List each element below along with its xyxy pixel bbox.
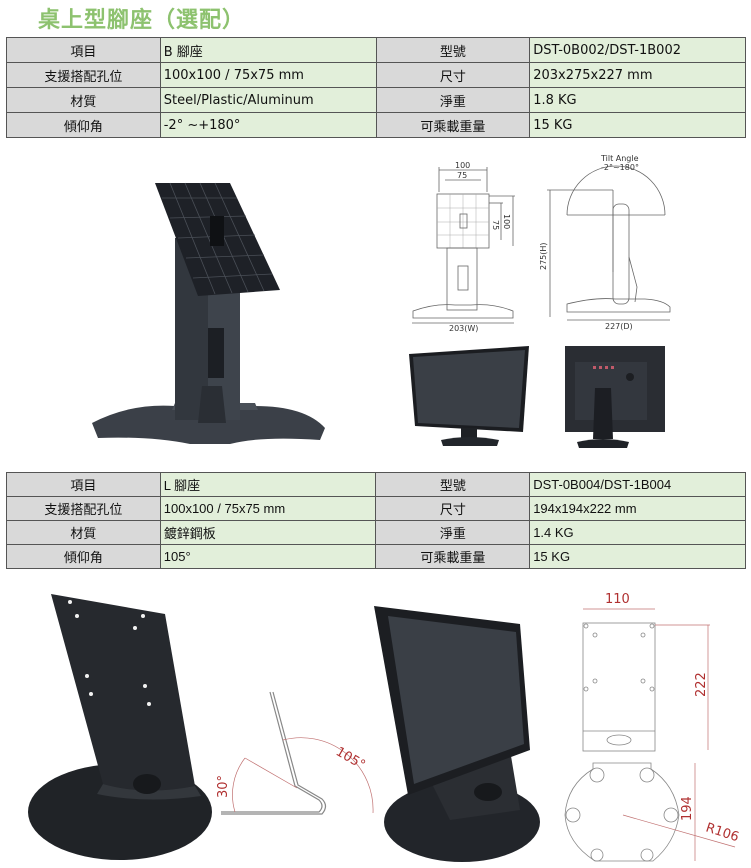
angle-105: 105° — [333, 744, 368, 773]
label-cell: 項目 — [6, 472, 161, 497]
value-cell: 194x194x222 mm — [529, 496, 746, 521]
dim-base-radius: R106 — [704, 821, 741, 846]
label-cell: 項目 — [6, 37, 161, 63]
label-cell: 材質 — [6, 520, 161, 545]
label-cell: 可乘載重量 — [375, 544, 531, 569]
value-cell: 1.8 KG — [529, 87, 746, 113]
label-cell: 尺寸 — [375, 496, 531, 521]
label-cell: 型號 — [375, 37, 531, 63]
label-cell: 型號 — [375, 472, 531, 497]
dim-base-depth: 194 — [680, 796, 695, 821]
table-row: 傾仰角 105° 可乘載重量 15 KG — [6, 544, 746, 569]
tilt-angle-range: -2°~180° — [601, 163, 639, 172]
l-stand-photo — [28, 594, 212, 860]
dim-plate-height: 222 — [694, 672, 709, 697]
monitor-back-photo — [565, 346, 665, 448]
dim-width: 203(W) — [449, 324, 478, 333]
label-cell: 尺寸 — [375, 62, 531, 88]
monitor-on-l-stand-photo — [374, 606, 540, 862]
value-cell: 100x100 / 75x75 mm — [159, 496, 377, 521]
b-side-dimension-drawing: Tilt Angle -2°~180° 275(H) 227(D) — [539, 154, 671, 331]
dim-100-width: 100 — [455, 161, 470, 170]
label-cell: 可乘載重量 — [375, 112, 531, 138]
label-cell: 支援搭配孔位 — [6, 62, 161, 88]
value-cell: 15 KG — [529, 112, 746, 138]
value-cell: 100x100 / 75x75 mm — [159, 62, 377, 88]
value-cell: L 腳座 — [159, 472, 377, 497]
value-cell: 105° — [159, 544, 377, 569]
tilt-angle-title: Tilt Angle — [600, 154, 639, 163]
label-cell: 支援搭配孔位 — [6, 496, 161, 521]
label-cell: 淨重 — [375, 87, 531, 113]
angle-30: 30° — [216, 775, 231, 798]
value-cell: 15 KG — [529, 544, 746, 569]
l-angle-side-drawing: 105° 30° — [216, 691, 374, 815]
value-cell: Steel/Plastic/Aluminum — [159, 87, 377, 113]
table-row: 支援搭配孔位 100x100 / 75x75 mm 尺寸 194x194x222… — [6, 496, 746, 521]
value-cell: B 腳座 — [159, 37, 377, 63]
table-row: 材質 鍍鋅鋼板 淨重 1.4 KG — [6, 520, 746, 545]
label-cell: 材質 — [6, 87, 161, 113]
l-plate-dimension-drawing: 110 222 194 R106 — [564, 592, 741, 862]
value-cell: 203x275x227 mm — [529, 62, 746, 88]
table-row: 材質 Steel/Plastic/Aluminum 淨重 1.8 KG — [6, 87, 746, 113]
dim-depth: 227(D) — [605, 322, 633, 331]
value-cell: DST-0B004/DST-1B004 — [529, 472, 746, 497]
b-stand-photo — [92, 182, 325, 444]
spec-table-b-stand: 項目 B 腳座 型號 DST-0B002/DST-1B002 支援搭配孔位 10… — [6, 37, 746, 138]
label-cell: 淨重 — [375, 520, 531, 545]
b-front-dimension-drawing: 100 75 75 100 203(W) — [412, 161, 515, 333]
table-row: 項目 L 腳座 型號 DST-0B004/DST-1B004 — [6, 472, 746, 497]
value-cell: DST-0B002/DST-1B002 — [529, 37, 746, 63]
table-row: 支援搭配孔位 100x100 / 75x75 mm 尺寸 203x275x227… — [6, 62, 746, 88]
page-title: 桌上型腳座（選配） — [38, 8, 246, 33]
label-cell: 傾仰角 — [6, 112, 161, 138]
value-cell: 鍍鋅鋼板 — [159, 520, 377, 545]
monitor-front-photo — [409, 346, 529, 446]
dim-75-height: 75 — [491, 220, 500, 230]
value-cell: -2° ~+180° — [159, 112, 377, 138]
spec-table-l-stand: 項目 L 腳座 型號 DST-0B004/DST-1B004 支援搭配孔位 10… — [6, 472, 746, 569]
value-cell: 1.4 KG — [529, 520, 746, 545]
dim-plate-width: 110 — [605, 592, 630, 607]
label-cell: 傾仰角 — [6, 544, 161, 569]
table-row: 傾仰角 -2° ~+180° 可乘載重量 15 KG — [6, 112, 746, 138]
dim-75-width: 75 — [457, 171, 467, 180]
table-row: 項目 B 腳座 型號 DST-0B002/DST-1B002 — [6, 37, 746, 63]
dim-height: 275(H) — [539, 242, 548, 270]
dim-100-height: 100 — [502, 214, 511, 229]
